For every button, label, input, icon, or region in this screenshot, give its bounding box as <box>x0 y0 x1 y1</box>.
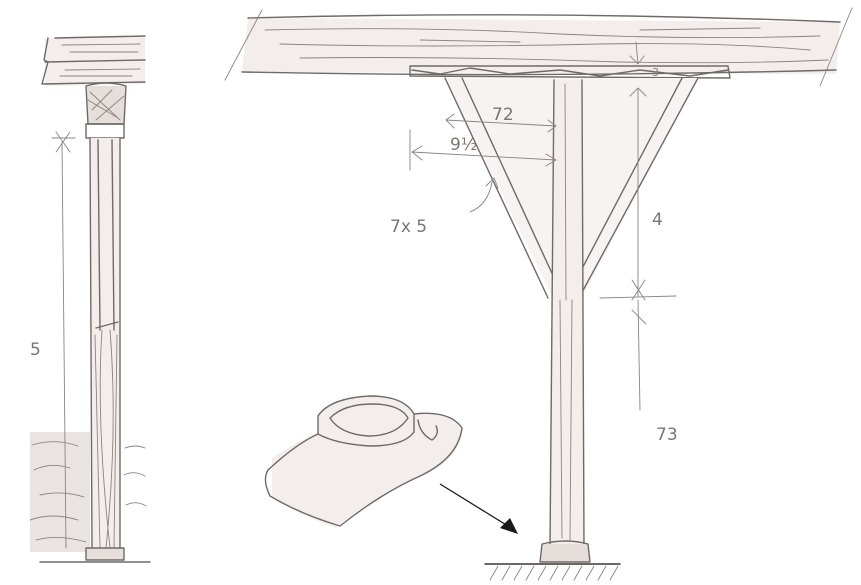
left-beam <box>41 35 146 86</box>
left-capital <box>85 82 127 139</box>
stone-wall <box>29 432 147 552</box>
post-height-label: 73 <box>656 425 678 445</box>
dimension-beam-gap: 3 <box>629 41 659 79</box>
right-brace <box>574 77 699 297</box>
dimension-9-5-label: 9½ <box>450 135 477 155</box>
left-brace <box>444 77 557 299</box>
main-post-assembly <box>444 77 699 581</box>
main-post <box>549 79 585 547</box>
base-stone-detail <box>264 395 463 528</box>
beam-gap-label: 3 <box>652 66 659 79</box>
left-post-shaft <box>39 137 151 563</box>
post-base <box>484 540 621 581</box>
left-post-view: 5 <box>29 35 151 563</box>
dimension-annotations: 72 9½ 7x 5 3 4 73 <box>390 41 678 445</box>
main-beam <box>224 7 853 87</box>
dimension-9-5: 9½ <box>409 129 557 171</box>
left-post-fragment-label: 5 <box>30 340 41 360</box>
left-height-dimension: 5 <box>30 131 76 549</box>
brace-foot-line <box>599 295 677 299</box>
brace-height-label: 4 <box>652 210 663 230</box>
dimension-4: 4 <box>629 87 663 301</box>
dimension-72: 72 <box>445 105 557 133</box>
brace-section-label: 7x 5 <box>390 217 427 237</box>
dimension-73: 73 <box>631 299 678 445</box>
brace-section-callout: 7x 5 <box>390 177 499 237</box>
dimension-72-label: 72 <box>492 105 514 125</box>
base-pointer-arrow <box>439 483 518 534</box>
